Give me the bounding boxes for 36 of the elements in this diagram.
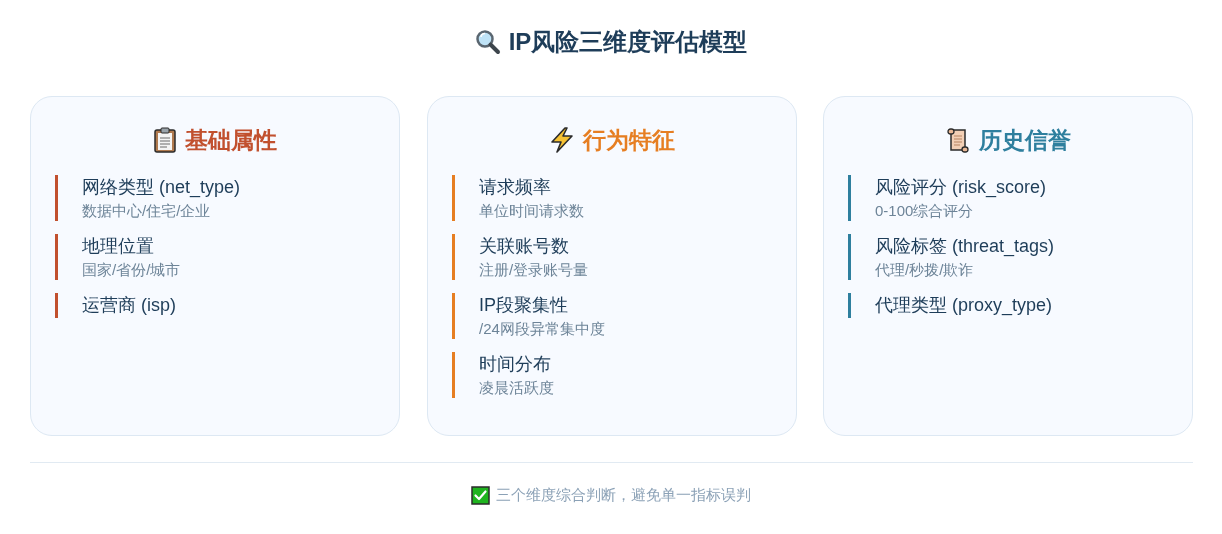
- attribute-name: 地理位置: [82, 235, 155, 258]
- attribute-description: 国家/省份/城市: [82, 260, 181, 280]
- attribute-description: 数据中心/住宅/企业: [82, 201, 212, 221]
- attribute-description: 注册/登录账号量: [479, 260, 589, 280]
- attribute-name: 运营商 (isp): [82, 294, 176, 317]
- attribute-item: [452, 293, 605, 339]
- attribute-item: [848, 234, 1055, 280]
- attribute-name: 请求频率: [479, 176, 552, 199]
- attribute-name: IP段聚集性: [479, 294, 569, 317]
- attribute-description: 代理/秒拨/欺诈: [875, 260, 975, 280]
- attribute-name: 关联账号数: [479, 235, 570, 258]
- attribute-item: [55, 234, 181, 280]
- attribute-item: [452, 352, 554, 398]
- attribute-item: [452, 175, 584, 221]
- card-heading: 基础属性: [185, 126, 277, 155]
- card-heading: 历史信誉: [979, 126, 1071, 155]
- attribute-name: 风险标签 (threat_tags): [875, 235, 1055, 259]
- attribute-name: 风险评分 (risk_score): [875, 176, 1046, 200]
- attribute-description: /24网段异常集中度: [479, 319, 605, 339]
- caption-text: 三个维度综合判断，避免单一指标误判: [496, 485, 751, 505]
- attribute-name: 网络类型 (net_type): [82, 176, 241, 200]
- attribute-item: [452, 234, 589, 280]
- diagram-title: IP风险三维度评估模型: [508, 27, 748, 57]
- attribute-item: [848, 175, 1046, 221]
- attribute-item: [848, 293, 1053, 318]
- attribute-name: 时间分布: [479, 353, 552, 376]
- attribute-item: [55, 175, 241, 221]
- attribute-item: [55, 293, 176, 318]
- category-card: [823, 96, 1193, 436]
- attribute-name: 代理类型 (proxy_type): [875, 294, 1053, 318]
- card-heading: 行为特征: [583, 126, 675, 155]
- attribute-description: 0-100综合评分: [875, 201, 975, 221]
- attribute-description: 单位时间请求数: [479, 201, 584, 221]
- attribute-description: 凌晨活跃度: [479, 378, 554, 398]
- category-card: [427, 96, 797, 436]
- category-card: [30, 96, 400, 436]
